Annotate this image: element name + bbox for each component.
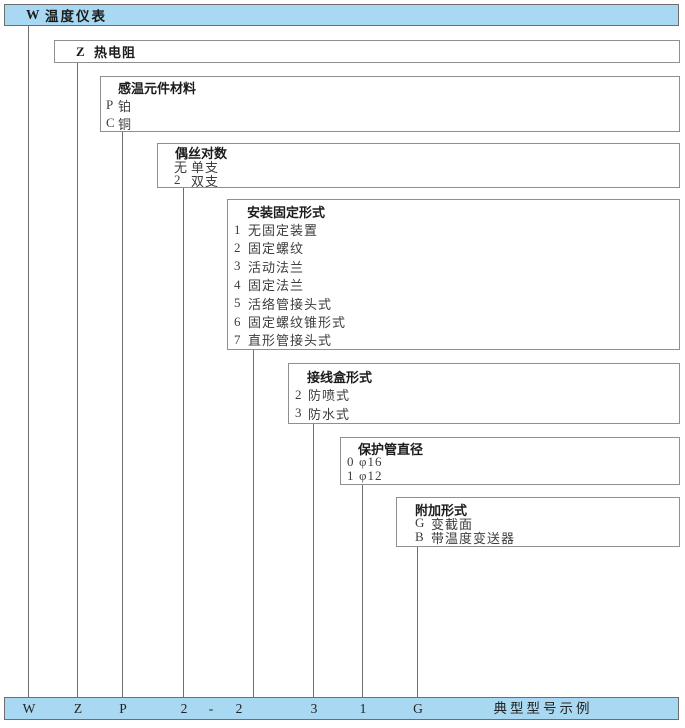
- option-label: 直形管接头式: [248, 333, 333, 349]
- option-row: C 铜: [101, 114, 679, 132]
- box-junction-box-style: 接线盒形式 2 防喷式 3 防水式: [288, 363, 680, 424]
- box-title: 保护管直径: [341, 441, 679, 457]
- example-code-cell: P: [119, 701, 127, 716]
- option-label: 防喷式: [308, 388, 351, 404]
- option-label: 活络管接头式: [248, 296, 333, 312]
- example-code-cell: W: [22, 701, 36, 716]
- example-code-bar: W Z P 2 - 2 3 1 G 典型型号示例: [4, 697, 679, 720]
- connector-line-w: [28, 26, 29, 697]
- connector-line-z: [77, 62, 78, 697]
- option-row: 2 防喷式: [289, 386, 679, 405]
- option-label: φ16: [359, 454, 383, 469]
- option-code: 0: [347, 454, 354, 469]
- option-code: 2: [174, 172, 181, 187]
- example-code-cell: 2: [180, 701, 188, 716]
- option-row: G 变截面: [397, 515, 679, 532]
- connector-line-tube-diameter: [362, 484, 363, 697]
- option-row: 0 φ16: [341, 454, 679, 469]
- option-code: 7: [234, 331, 241, 347]
- box-title: 附加形式: [397, 502, 679, 518]
- option-label: φ12: [359, 468, 383, 483]
- option-row: P 铂: [101, 96, 679, 114]
- box-wire-pairs: 偶丝对数 无 单支 2 双支: [157, 143, 680, 189]
- option-row: 无 单支: [158, 159, 679, 175]
- option-label: 无固定装置: [248, 223, 319, 239]
- option-code: 2: [295, 386, 302, 402]
- box-title-text: 感温元件材料: [118, 80, 197, 96]
- box-title: 感温元件材料: [101, 78, 679, 96]
- connector-line-additional: [417, 546, 418, 697]
- box-title-text: 接线盒形式: [307, 369, 373, 385]
- option-label: 单支: [191, 159, 220, 175]
- box-title: 偶丝对数: [158, 145, 679, 161]
- example-caption: 典型型号示例: [493, 701, 593, 716]
- example-code-cell: 3: [310, 701, 318, 716]
- option-code: 1: [234, 221, 241, 237]
- option-code: 5: [234, 295, 241, 311]
- option-code: 4: [234, 276, 241, 292]
- option-row: 2 双支: [158, 172, 679, 189]
- box-mounting-style: 安装固定形式 1 无固定装置 2 固定螺纹 3 活动法兰 4 固定法兰 5 活络…: [227, 199, 680, 350]
- option-code: 1: [347, 468, 354, 483]
- option-label: 固定螺纹锥形式: [248, 315, 347, 331]
- connector-line-p: [122, 131, 123, 697]
- option-row: 3 防水式: [289, 404, 679, 423]
- option-label: 铂: [118, 98, 133, 114]
- option-row: B 带温度变送器: [397, 529, 679, 546]
- sensor-type-row: Z 热电阻: [55, 41, 679, 62]
- example-code-cell: Z: [73, 701, 83, 716]
- option-row: 1 φ12: [341, 468, 679, 483]
- box-element-material: 感温元件材料 P 铂 C 铜: [100, 76, 680, 132]
- option-row: 6 固定螺纹锥形式: [228, 312, 679, 331]
- example-code-cell: 2: [235, 701, 243, 716]
- option-code: 3: [234, 258, 241, 274]
- option-label: 变截面: [431, 516, 474, 532]
- option-label: 铜: [118, 116, 133, 132]
- box-title-text: 附加形式: [415, 502, 468, 518]
- option-row: 7 直形管接头式: [228, 331, 679, 349]
- option-label: 防水式: [308, 406, 351, 422]
- option-label: 活动法兰: [248, 259, 305, 275]
- option-row: 4 固定法兰: [228, 276, 679, 294]
- option-label: 固定法兰: [248, 278, 305, 294]
- option-code: 3: [295, 405, 302, 421]
- option-label: 双支: [191, 173, 220, 189]
- option-label: 固定螺纹: [248, 241, 305, 257]
- family-code: W: [26, 7, 40, 22]
- family-code-bar: W 温度仪表: [4, 4, 679, 26]
- box-title-text: 偶丝对数: [175, 145, 228, 161]
- sensor-type-code: Z: [76, 43, 85, 59]
- option-row: 5 活络管接头式: [228, 294, 679, 312]
- option-code: G: [415, 515, 425, 530]
- option-row: 2 固定螺纹: [228, 239, 679, 257]
- option-code: 无: [174, 159, 188, 175]
- box-title-text: 保护管直径: [358, 441, 424, 457]
- sensor-type-label: 热电阻: [94, 45, 137, 60]
- option-label: 带温度变送器: [431, 530, 516, 546]
- option-code: P: [106, 97, 114, 112]
- connector-line-wire-pairs: [183, 187, 184, 697]
- box-title: 安装固定形式: [228, 202, 679, 220]
- family-label: 温度仪表: [45, 9, 107, 24]
- box-tube-diameter: 保护管直径 0 φ16 1 φ12: [340, 437, 680, 485]
- example-code-cell: G: [413, 701, 423, 716]
- box-title: 接线盒形式: [289, 367, 679, 386]
- example-code-separator: -: [208, 701, 214, 716]
- option-code: C: [106, 115, 115, 130]
- connector-line-junction-box: [313, 423, 314, 697]
- option-code: 2: [234, 239, 241, 255]
- option-code: B: [415, 529, 424, 544]
- option-code: 6: [234, 313, 241, 329]
- connector-line-mounting: [253, 349, 254, 697]
- option-row: 3 活动法兰: [228, 257, 679, 275]
- box-title-text: 安装固定形式: [247, 204, 326, 220]
- option-row: 1 无固定装置: [228, 220, 679, 239]
- box-sensor-type: Z 热电阻: [54, 40, 680, 63]
- example-code-cell: 1: [359, 701, 367, 716]
- box-additional-style: 附加形式 G 变截面 B 带温度变送器: [396, 497, 680, 547]
